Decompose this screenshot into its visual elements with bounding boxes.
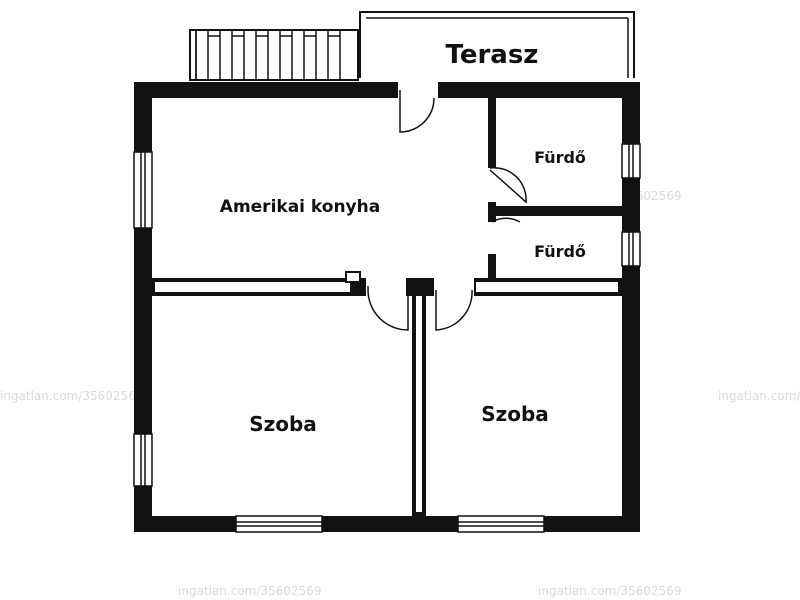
window-bath-top (621, 143, 641, 179)
window-room-left (133, 433, 153, 487)
room-right-door (435, 289, 473, 331)
label-bath-top: Fürdő (534, 148, 586, 167)
kitchen-area (152, 98, 486, 278)
door-gap (434, 278, 474, 296)
windows (133, 143, 641, 533)
door-gap (398, 82, 438, 98)
label-kitchen: Amerikai konyha (220, 197, 380, 217)
watermark-5: ingatlan.com/35602569 (718, 389, 800, 403)
room-left-door (367, 286, 409, 331)
door-gap (366, 278, 406, 296)
watermark-7: ingatlan.com/35602569 (538, 584, 681, 598)
bath-top-door (489, 166, 527, 204)
stairs (189, 29, 359, 81)
wall-core (476, 282, 618, 292)
room-labels: Terasz Amerikai konyha Fürdő Fürdő Szoba… (220, 40, 586, 436)
bath-bottom-area (498, 218, 620, 278)
window-kitchen-left (133, 151, 153, 229)
door-gap (488, 222, 496, 254)
window-room-left-bottom (235, 515, 323, 533)
wall-core (155, 282, 350, 292)
watermark-3: ingatlan.com/35602569 (0, 389, 143, 403)
wall-core (416, 296, 422, 512)
bath-top-area (498, 100, 620, 204)
watermark-6: ingatlan.com/35602569 (178, 584, 321, 598)
window-room-right-bottom (457, 515, 545, 533)
door-gap (488, 168, 496, 202)
bath-bottom-door (491, 217, 521, 223)
terrace (359, 11, 635, 78)
stair-steps (195, 29, 352, 80)
wall-notch (345, 271, 361, 283)
label-room-left: Szoba (249, 412, 317, 436)
stairs-outline (189, 29, 359, 81)
label-bath-bottom: Fürdő (534, 242, 586, 261)
label-terrace: Terasz (446, 40, 539, 70)
room-interiors (152, 98, 620, 514)
wall-between-baths (488, 206, 622, 216)
terrace-outline (359, 11, 635, 78)
entrance-door (399, 90, 435, 133)
window-bath-bottom (621, 231, 641, 267)
room-left-area (154, 298, 410, 514)
doors (345, 82, 527, 331)
room-right-area (428, 298, 620, 514)
label-room-right: Szoba (481, 402, 549, 426)
